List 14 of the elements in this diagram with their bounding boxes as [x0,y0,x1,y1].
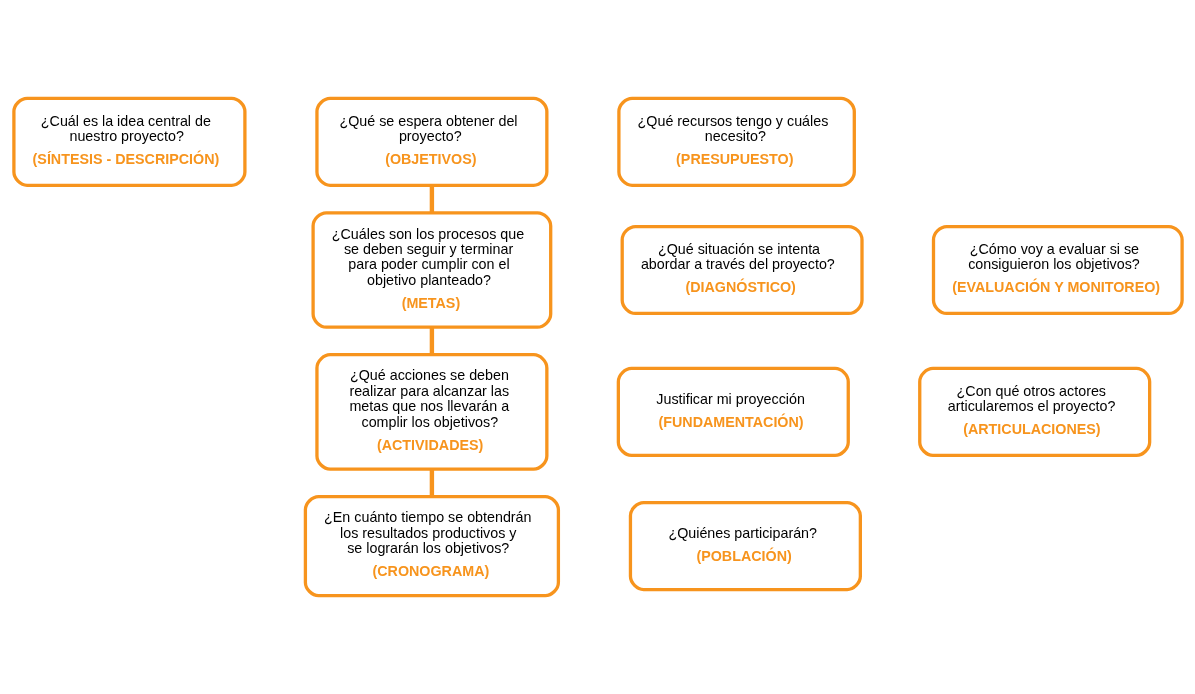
node-box: ¿Qué recursos tengo y cuáles necesito? (PRESUPUESTO) [616,96,856,187]
connector [429,185,434,213]
node-box: Justificar mi proyección (FUNDAMENTACIÓN) [616,366,850,457]
node-box: ¿Con qué otros actores articularemos el proyecto? (ARTICULACIONES) [917,366,1151,457]
node-box: ¿Qué acciones se deben realizar para alcanzar las metas que nos llevarán a complir los objetivos? (ACTIVIDADES) [314,353,548,471]
connector [429,469,434,497]
node-box: ¿Qué se espera obtener del proyecto? (OBJETIVOS) [314,96,548,187]
connector [429,327,434,355]
node-box: ¿Cuál es la idea central de nuestro proyecto? (SÍNTESIS - DESCRIPCIÓN) [11,96,247,187]
node-box: ¿Cuáles son los procesos que se deben seguir y terminar para poder cumplir con el objetivo planteado? (METAS) [310,211,552,329]
node-box: ¿Cómo voy a evaluar si se consiguieron los objetivos? (EVALUACIÓN Y MONITOREO) [931,224,1184,316]
node-box: ¿Quiénes participarán? (POBLACIÓN) [628,501,862,592]
node-box: ¿En cuánto tiempo se obtendrán los resultados productivos y se lograrán los objetivos? (CRONOGRAMA) [303,494,560,598]
node-box: ¿Qué situación se intenta abordar a través del proyecto? (DIAGNÓSTICO) [620,224,864,316]
